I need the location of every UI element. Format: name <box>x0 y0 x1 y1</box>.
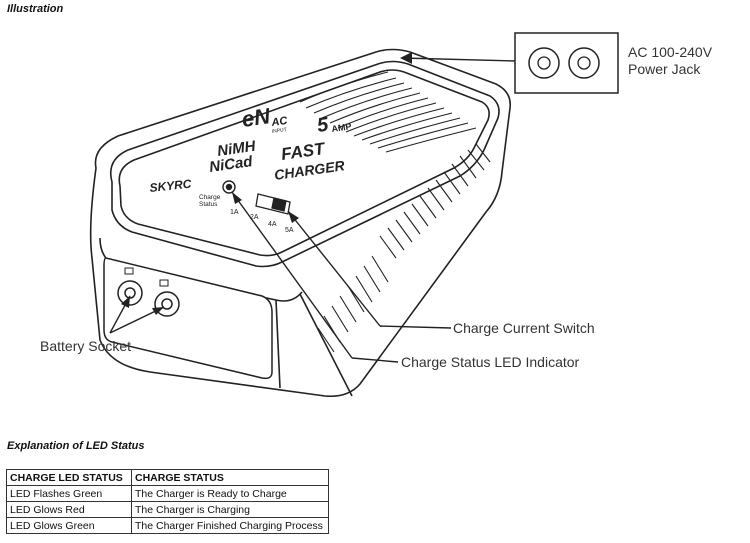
logo-amp: AMP <box>331 121 352 134</box>
table-header-row: CHARGE LED STATUS CHARGE STATUS <box>6 469 329 486</box>
amp-2a: 2A <box>250 214 259 221</box>
top-vents <box>299 71 477 153</box>
power-jack <box>514 32 619 94</box>
side-vents <box>317 143 491 353</box>
logo-input: INPUT <box>271 127 287 135</box>
illustration-title: Illustration <box>7 3 64 15</box>
power-jack-label-line1: AC 100-240V <box>628 44 713 60</box>
table-cell: The Charger is Charging <box>131 501 329 518</box>
amp-5a: 5A <box>285 227 294 234</box>
charger-illustration: eN AC INPUT 5 AMP NiMH NiCad FAST CHARGE… <box>89 32 619 398</box>
amp-4a: 4A <box>268 221 277 228</box>
logo-ac: AC <box>270 115 289 129</box>
logo-en: eN <box>240 103 272 132</box>
table-cell: LED Glows Red <box>6 501 132 518</box>
brand-skyrc: SKYRC <box>149 177 193 195</box>
table-cell: The Charger is Ready to Charge <box>131 485 329 502</box>
led-indicator <box>222 180 236 194</box>
header-charge-led-status: CHARGE LED STATUS <box>6 469 132 486</box>
amp-1a: 1A <box>230 209 239 216</box>
table-row: LED Glows Green The Charger Finished Cha… <box>6 517 329 534</box>
led-status-table: CHARGE LED STATUS CHARGE STATUS LED Flas… <box>6 469 329 534</box>
table-cell: The Charger Finished Charging Process <box>131 517 329 534</box>
arrowheads <box>121 52 412 315</box>
status-label: Status <box>199 201 218 208</box>
table-row: LED Glows Red The Charger is Charging <box>6 501 329 518</box>
charge-current-switch-label: Charge Current Switch <box>453 320 595 336</box>
chem-nimh: NiMH <box>216 138 257 160</box>
header-charge-status: CHARGE STATUS <box>131 469 329 486</box>
current-switch <box>255 193 291 215</box>
chem-nicad: NiCad <box>208 153 254 176</box>
table-cell: LED Flashes Green <box>6 485 132 502</box>
power-jack-label-line2: Power Jack <box>628 61 701 77</box>
charge-label: Charge <box>199 194 221 201</box>
battery-socket-label: Battery Socket <box>40 338 132 354</box>
table-cell: LED Glows Green <box>6 517 132 534</box>
table-row: LED Flashes Green The Charger is Ready t… <box>6 485 329 502</box>
logo-5: 5 <box>316 113 331 136</box>
explanation-title: Explanation of LED Status <box>7 440 145 452</box>
charge-status-led-label: Charge Status LED Indicator <box>401 354 580 370</box>
